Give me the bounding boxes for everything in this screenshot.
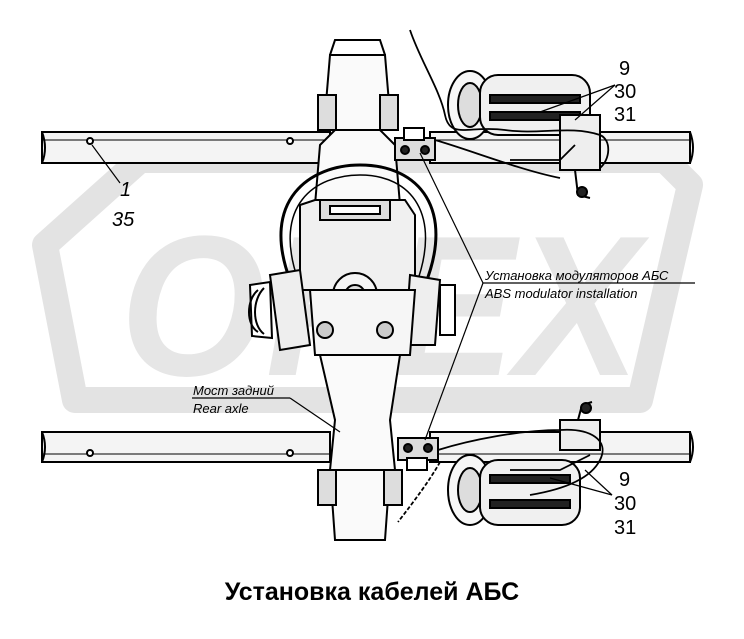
callout-35: 35 [112,209,135,231]
label-axle-ru: Мост задний [193,383,274,398]
diagram-caption: Установка кабелей АБС [225,578,519,606]
leader-9-top-a [539,84,616,113]
leader-modulator-bottom [424,282,484,441]
leader-lines [91,84,695,496]
modulator-valve-top [394,127,436,161]
callout-1: 1 [120,179,131,201]
callout-31-bottom: 31 [614,517,636,539]
leader-modulator-top [419,152,484,284]
callout-9-bottom: 9 [619,469,630,491]
leader-9-top-b [574,84,616,121]
frame-rail-top [41,131,694,164]
callout-9-top: 9 [619,58,630,80]
modulator-valve-bottom [397,437,439,471]
callout-30-top: 30 [614,81,636,103]
leader-9-bot-b [584,469,613,496]
callout-31-top: 31 [614,104,636,126]
label-axle-en: Rear axle [193,401,249,416]
label-modulator-en: ABS modulator installation [484,286,637,301]
brake-chamber-bottom [447,401,601,526]
abs-cable-top [409,29,610,179]
leader-9-bot-a [549,477,613,496]
rear-axle [248,39,456,541]
callout-30-bottom: 30 [614,493,636,515]
abs-cable-bottom [397,428,604,523]
brake-chamber-top [447,70,601,199]
leader-axle [289,397,341,433]
label-modulator-ru: Установка модуляторов АБС [484,268,669,283]
leader-1-35 [91,144,121,184]
